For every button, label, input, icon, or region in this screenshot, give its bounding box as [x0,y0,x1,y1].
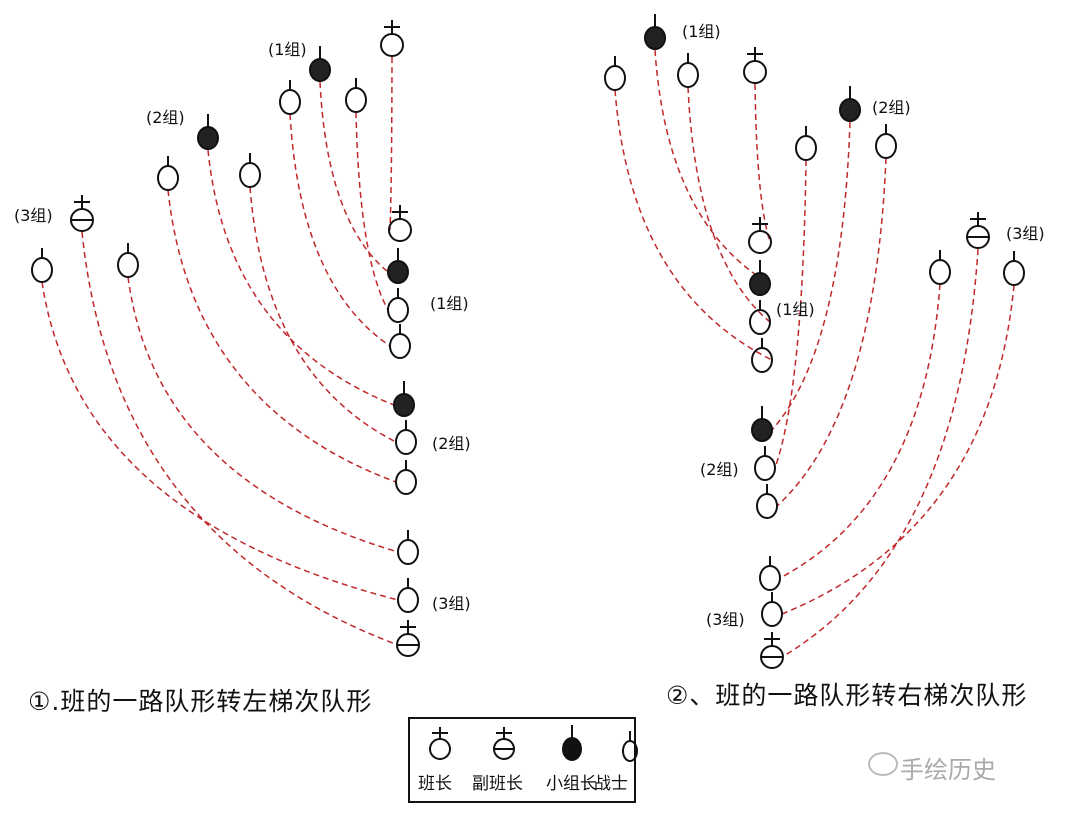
left-start-4-group-leader-icon [197,114,219,150]
left-move-path [319,81,389,273]
right-start-5-soldier-icon [795,126,817,161]
left-end-4-group-leader-icon [393,381,415,417]
left-end-3-soldier-icon [387,288,409,323]
right-move-path [776,157,887,507]
right-end-7-deputy-leader-icon [760,632,784,669]
right-top-group1-label: (1组) [682,22,721,41]
left-move-path [127,276,399,553]
right-move-path [614,89,773,361]
right-start-0-squad-leader-icon [743,47,767,84]
right-move-path [654,49,771,285]
left-move-path [41,281,399,601]
left-start-0-squad-leader-icon [380,20,404,57]
left-move-path [289,113,391,347]
legend-soldier: 战士 [594,774,628,794]
left-move-path [249,186,397,443]
right-move-path [781,248,979,658]
right-end-group2-label: (2组) [700,460,739,479]
left-end-group3-label: (3组) [432,594,471,613]
soldier-icon [622,731,638,762]
right-move-path [771,121,851,431]
right-end-group3-label: (3组) [706,610,745,629]
right-end-0-squad-leader-icon [748,217,772,254]
left-end-0-squad-leader-icon [388,205,412,242]
legend-group-leader: 小组长 [546,774,597,794]
left-top-group3-label: (3组) [14,206,53,225]
right-start-3-soldier-icon [677,53,699,88]
right-caption: ②、班的一路队形转右梯次队形 [666,681,1028,710]
right-start-6-soldier-icon [875,124,897,159]
left-caption: ①.班的一路队形转左梯次队形 [28,687,373,716]
left-move-path [207,149,395,406]
right-start-8-soldier-icon [929,250,951,285]
left-move-path [355,111,389,311]
right-start-2-soldier-icon [604,56,626,91]
left-start-5-soldier-icon [157,156,179,191]
right-move-path [781,284,1015,615]
left-start-7-deputy-leader-icon [70,195,94,232]
right-move-path [687,86,771,323]
left-start-1-group-leader-icon [309,46,331,82]
left-end-group1-label: (1组) [430,294,469,313]
left-top-group1-label: (1组) [268,40,307,59]
left-move-path [167,189,397,483]
wechat-icon [868,752,898,776]
left-end-7-deputy-leader-icon [396,620,420,657]
right-move-path [779,283,941,579]
group-leader-icon [562,725,582,761]
legend-deputy-leader: 副班长 [472,774,523,794]
right-start-7-deputy-leader-icon [966,212,990,249]
right-top-group2-label: (2组) [872,98,911,117]
left-end-8-soldier-icon [397,578,419,613]
left-start-8-soldier-icon [31,248,53,283]
left-start-6-soldier-icon [239,153,261,188]
left-start-9-soldier-icon [117,243,139,278]
left-end-2-soldier-icon [389,324,411,359]
deputy-leader-icon [493,727,515,760]
right-end-9-soldier-icon [761,592,783,627]
right-start-1-group-leader-icon [644,14,666,50]
left-end-6-soldier-icon [395,420,417,455]
left-end-9-soldier-icon [397,530,419,565]
right-end-5-soldier-icon [754,446,776,481]
left-end-1-group-leader-icon [387,248,409,284]
left-end-5-soldier-icon [395,460,417,495]
left-start-2-soldier-icon [279,80,301,115]
left-end-group2-label: (2组) [432,434,471,453]
left-top-group2-label: (2组) [146,108,185,127]
right-start-9-soldier-icon [1003,251,1025,286]
right-end-3-soldier-icon [749,300,771,335]
right-end-group1-label: (1组) [776,300,815,319]
right-top-group3-label: (3组) [1006,224,1045,243]
left-move-path [81,231,399,646]
right-end-2-soldier-icon [751,338,773,373]
right-end-1-group-leader-icon [749,260,771,296]
legend-squad-leader: 班长 [418,774,452,794]
legend: 班长 副班长 小组长 战士 [408,717,638,803]
left-move-path [389,56,393,231]
legend-symbols [429,725,638,762]
right-move-path [754,83,771,243]
squad-leader-icon [429,727,451,760]
watermark: 手绘历史 [900,756,996,784]
right-end-8-soldier-icon [759,556,781,591]
left-start-3-soldier-icon [345,78,367,113]
right-start-4-group-leader-icon [839,86,861,122]
right-move-path [774,159,807,469]
right-end-6-soldier-icon [756,484,778,519]
right-end-4-group-leader-icon [751,406,773,442]
